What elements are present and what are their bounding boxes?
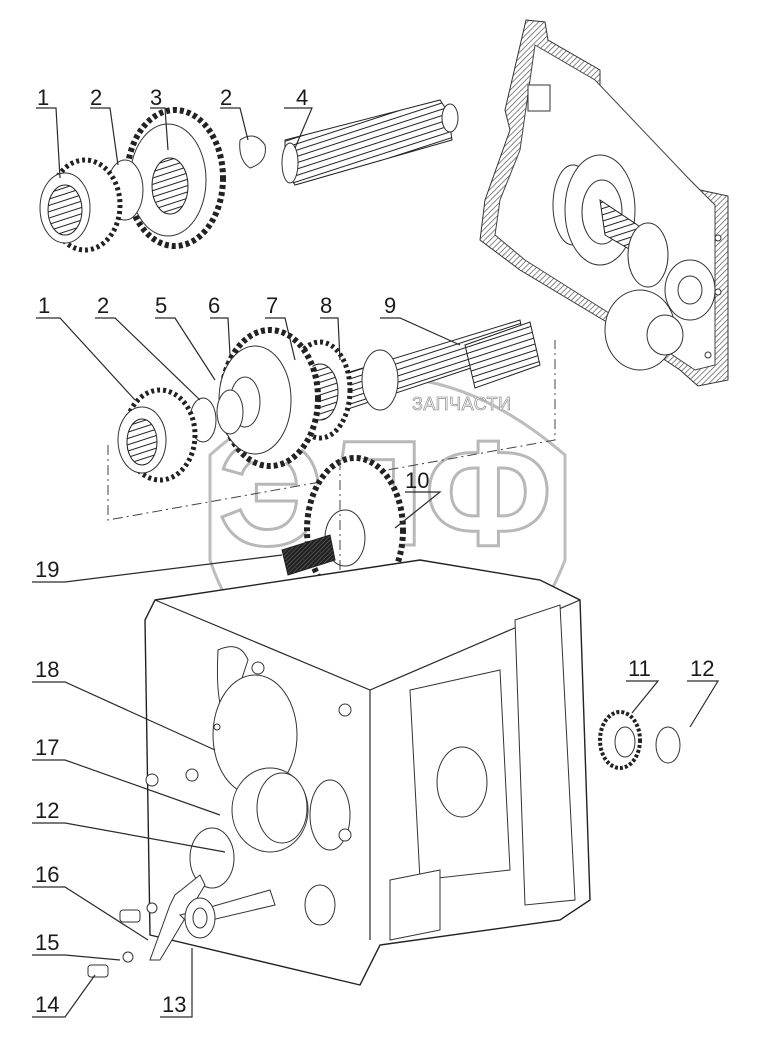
callout-label: 6 (208, 293, 220, 318)
assembled-inset (479, 19, 729, 387)
callout-label: 8 (320, 293, 332, 318)
callout-label: 10 (405, 468, 429, 493)
callout-label: 11 (628, 656, 651, 681)
callout-label: 1 (37, 85, 49, 110)
callout-label: 5 (155, 293, 167, 318)
right-bearing-assembly (598, 710, 681, 770)
callout-label: 7 (266, 293, 278, 318)
callout-labels: 1 2 3 2 4 1 2 5 6 7 8 9 10 19 18 17 12 1… (35, 85, 714, 1017)
callout-label: 2 (90, 85, 102, 110)
callout-label: 17 (35, 735, 59, 760)
callout-label: 2 (220, 85, 232, 110)
callout-label: 13 (162, 992, 186, 1017)
callout-label: 12 (35, 798, 59, 823)
watermark-caption: ЗАПЧАСТИ (412, 394, 512, 414)
gearbox-housing (144, 559, 591, 986)
callout-label: 1 (38, 293, 50, 318)
callout-label: 14 (35, 992, 59, 1017)
callout-label: 19 (35, 557, 59, 582)
middle-shaft-assembly (107, 319, 556, 521)
callout-label: 4 (296, 85, 308, 110)
callout-label: 18 (35, 657, 59, 682)
callout-label: 9 (384, 293, 396, 318)
callout-label: 16 (35, 862, 59, 887)
upper-shaft-assembly (39, 99, 459, 253)
callout-label: 2 (97, 293, 109, 318)
callout-label: 12 (690, 656, 714, 681)
callout-label: 15 (35, 930, 59, 955)
callout-label: 3 (150, 85, 162, 110)
lock-hardware (87, 874, 276, 978)
leader-lines (32, 107, 720, 1018)
